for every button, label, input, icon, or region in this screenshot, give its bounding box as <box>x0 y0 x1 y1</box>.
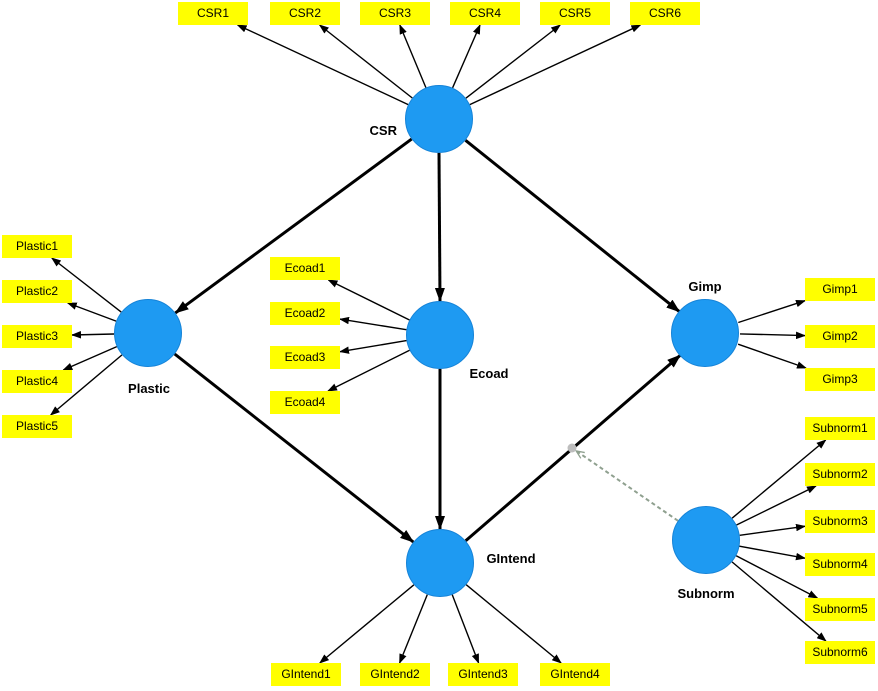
indicator-gintend4[interactable]: GIntend4 <box>540 663 610 686</box>
indicator-plastic5[interactable]: Plastic5 <box>2 415 72 438</box>
loading-arrow-plastic2 <box>66 302 117 322</box>
indicator-subnorm3[interactable]: Subnorm3 <box>805 510 875 533</box>
indicator-plastic4[interactable]: Plastic4 <box>2 370 72 393</box>
path-subnorm-moderation[interactable] <box>577 451 679 522</box>
indicator-csr1[interactable]: CSR1 <box>178 2 248 25</box>
loading-arrow-plastic1 <box>51 257 122 313</box>
loading-arrow-gintend4 <box>465 584 562 664</box>
path-csr-to-plastic[interactable] <box>174 137 413 315</box>
loading-arrow-csr3 <box>399 24 427 88</box>
moderation-dot <box>567 443 577 453</box>
construct-label-gimp: Gimp <box>688 279 722 294</box>
indicator-ecoad2[interactable]: Ecoad2 <box>270 302 340 325</box>
indicator-csr4[interactable]: CSR4 <box>450 2 520 25</box>
indicator-gimp3[interactable]: Gimp3 <box>805 368 875 391</box>
loading-arrow-plastic3 <box>71 331 115 339</box>
loading-arrow-gimp3 <box>737 343 807 369</box>
loading-arrow-subnorm1 <box>731 439 827 519</box>
indicator-plastic3[interactable]: Plastic3 <box>2 325 72 348</box>
loading-arrow-subnorm5 <box>735 555 819 599</box>
construct-label-plastic: Plastic <box>128 381 170 396</box>
construct-node-csr[interactable] <box>405 85 473 153</box>
indicator-gimp2[interactable]: Gimp2 <box>805 325 875 348</box>
indicator-subnorm1[interactable]: Subnorm1 <box>805 417 875 440</box>
loading-arrow-csr6 <box>469 24 642 106</box>
loading-arrow-csr5 <box>465 24 561 99</box>
construct-label-gintend: GIntend <box>486 551 536 566</box>
loading-arrow-ecoad2 <box>339 316 407 331</box>
construct-node-gintend[interactable] <box>406 529 474 597</box>
indicator-csr6[interactable]: CSR6 <box>630 2 700 25</box>
indicator-ecoad1[interactable]: Ecoad1 <box>270 257 340 280</box>
indicator-subnorm4[interactable]: Subnorm4 <box>805 553 875 576</box>
loading-arrow-subnorm6 <box>731 561 827 642</box>
indicator-plastic2[interactable]: Plastic2 <box>2 280 72 303</box>
loading-arrow-csr1 <box>236 24 409 106</box>
loading-arrow-gintend1 <box>319 584 415 664</box>
path-csr-to-ecoad[interactable] <box>434 152 445 302</box>
loading-arrow-subnorm4 <box>739 545 806 561</box>
loading-arrow-ecoad1 <box>327 279 410 321</box>
indicator-gintend2[interactable]: GIntend2 <box>360 663 430 686</box>
loading-arrow-csr4 <box>451 24 481 89</box>
indicator-subnorm6[interactable]: Subnorm6 <box>805 641 875 664</box>
loading-arrow-subnorm2 <box>736 485 817 526</box>
indicator-subnorm2[interactable]: Subnorm2 <box>805 463 875 486</box>
loading-arrow-gimp2 <box>739 331 806 340</box>
construct-node-plastic[interactable] <box>114 299 182 367</box>
construct-node-ecoad[interactable] <box>406 301 474 369</box>
indicator-ecoad4[interactable]: Ecoad4 <box>270 391 340 414</box>
loading-arrow-subnorm3 <box>739 523 806 536</box>
loading-arrow-plastic4 <box>62 345 118 371</box>
indicator-ecoad3[interactable]: Ecoad3 <box>270 346 340 369</box>
path-csr-to-gimp[interactable] <box>464 139 681 313</box>
loading-arrow-ecoad4 <box>327 349 410 392</box>
construct-label-csr: CSR <box>369 123 397 138</box>
path-plastic-to-gintend[interactable] <box>173 352 415 544</box>
indicator-gintend3[interactable]: GIntend3 <box>448 663 518 686</box>
loading-arrow-plastic5 <box>49 354 123 416</box>
indicator-plastic1[interactable]: Plastic1 <box>2 235 72 258</box>
indicator-csr5[interactable]: CSR5 <box>540 2 610 25</box>
indicator-csr3[interactable]: CSR3 <box>360 2 430 25</box>
construct-node-subnorm[interactable] <box>672 506 740 574</box>
loading-arrow-gintend2 <box>398 594 428 664</box>
construct-node-gimp[interactable] <box>671 299 739 367</box>
loading-arrow-gintend3 <box>451 594 480 664</box>
loading-arrow-csr2 <box>318 24 413 99</box>
construct-label-ecoad: Ecoad <box>469 366 509 381</box>
loading-arrow-gimp1 <box>738 299 806 324</box>
construct-label-subnorm: Subnorm <box>677 586 735 601</box>
indicator-csr2[interactable]: CSR2 <box>270 2 340 25</box>
indicator-gimp1[interactable]: Gimp1 <box>805 278 875 301</box>
loading-arrow-ecoad3 <box>339 339 407 354</box>
indicator-gintend1[interactable]: GIntend1 <box>271 663 341 686</box>
indicator-subnorm5[interactable]: Subnorm5 <box>805 598 875 621</box>
